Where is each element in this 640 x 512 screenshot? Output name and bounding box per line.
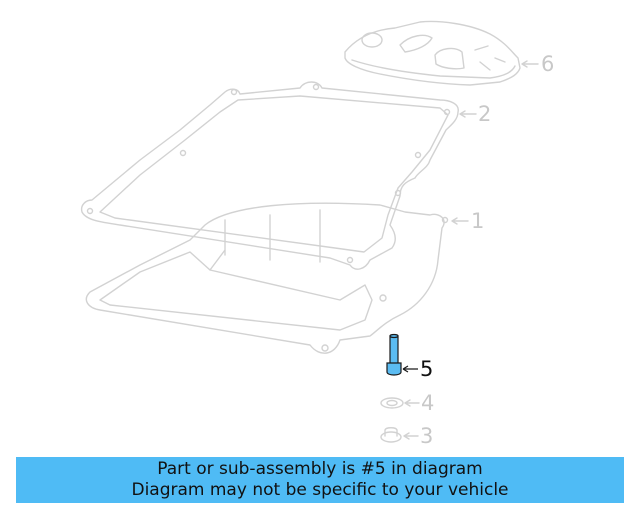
- part-3-plug[interactable]: [380, 427, 402, 443]
- part-4-washer[interactable]: [380, 397, 404, 409]
- callout-1[interactable]: 1: [471, 209, 485, 233]
- callout-5[interactable]: 5: [420, 357, 434, 381]
- callout-4[interactable]: 4: [421, 391, 435, 415]
- part-5-bolt[interactable]: [386, 333, 418, 376]
- info-banner: Part or sub-assembly is #5 in diagram Di…: [16, 457, 624, 503]
- callout-3[interactable]: 3: [420, 424, 434, 448]
- callout-2[interactable]: 2: [478, 102, 492, 126]
- part-2-gasket[interactable]: [80, 81, 459, 270]
- banner-line-part: Part or sub-assembly is #5 in diagram: [157, 459, 483, 479]
- banner-line-disclaimer: Diagram may not be specific to your vehi…: [131, 480, 509, 500]
- part-1-pan[interactable]: [85, 202, 449, 354]
- callout-6[interactable]: 6: [541, 52, 555, 76]
- part-6-cover[interactable]: [344, 20, 521, 86]
